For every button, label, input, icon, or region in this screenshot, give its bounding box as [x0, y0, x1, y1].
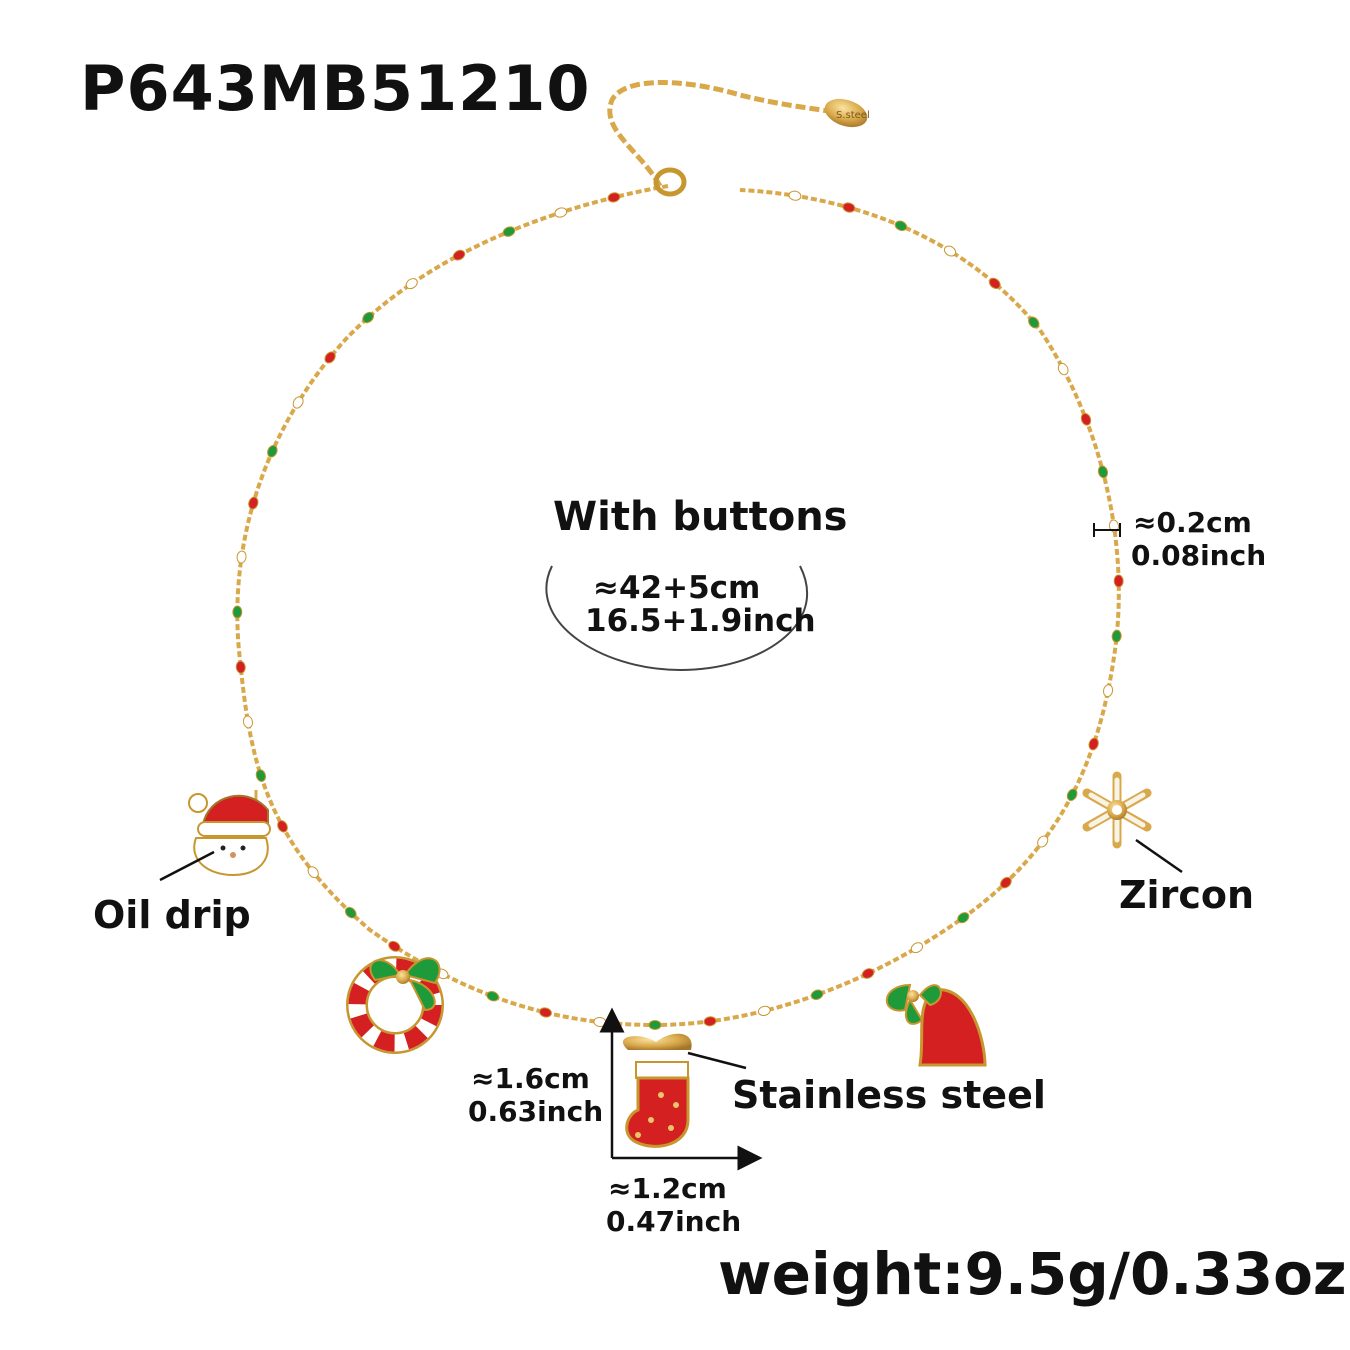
wreath-charm [346, 956, 444, 1054]
tag-text: S.steel [836, 110, 870, 121]
oil-drip-pointer [159, 850, 215, 882]
length-cm: ≈42+5cm [593, 570, 761, 606]
enamel-bead [842, 202, 856, 213]
enamel-bead [502, 226, 516, 237]
enamel-bead [267, 444, 278, 458]
bead-size-inch: 0.08inch [1131, 539, 1267, 572]
enamel-bead [344, 906, 357, 919]
zircon-label: Zircon [1119, 873, 1255, 917]
enamel-bead [1080, 412, 1092, 426]
enamel-bead [277, 820, 288, 833]
enamel-bead [1057, 362, 1069, 376]
santa-charm [188, 790, 271, 877]
enamel-beads [232, 190, 1124, 1031]
enamel-bead [757, 1005, 771, 1016]
charm-width-cm: ≈1.2cm [608, 1172, 727, 1205]
enamel-bead [255, 769, 267, 782]
bead-size-cm: ≈0.2cm [1133, 506, 1252, 539]
enamel-bead [486, 990, 500, 1002]
enamel-bead [1113, 574, 1124, 588]
enamel-bead [910, 942, 924, 954]
stocking-charm [622, 1033, 692, 1148]
enamel-bead [242, 715, 254, 729]
extender-chain: S.steel [607, 80, 870, 197]
enamel-bead [405, 278, 418, 290]
enamel-bead [292, 396, 304, 409]
enamel-bead [1108, 519, 1119, 533]
enamel-bead [703, 1016, 717, 1027]
clasp-type-label: With buttons [553, 494, 848, 540]
enamel-bead [307, 866, 319, 879]
enamel-bead [810, 989, 824, 1000]
enamel-bead [988, 277, 1001, 290]
enamel-bead [593, 1016, 607, 1028]
length-inch: 16.5+1.9inch [585, 603, 816, 639]
enamel-bead [1066, 788, 1078, 802]
charm-height-cm: ≈1.6cm [471, 1062, 590, 1095]
charm-height-inch: 0.63inch [468, 1095, 604, 1128]
enamel-bead [539, 1007, 552, 1018]
product-code: P643MB51210 [80, 52, 591, 125]
enamel-bead [1111, 629, 1122, 643]
enamel-bead [861, 968, 875, 979]
length-ellipse [545, 565, 808, 672]
enamel-bead [943, 245, 957, 257]
enamel-bead [324, 351, 336, 364]
enamel-bead [1000, 876, 1012, 889]
charm-width-inch: 0.47inch [606, 1205, 742, 1238]
enamel-bead [235, 660, 246, 674]
enamel-bead [648, 1019, 662, 1031]
enamel-bead [554, 207, 568, 218]
enamel-bead [1088, 737, 1099, 751]
enamel-bead [362, 311, 375, 324]
enamel-bead [788, 190, 802, 201]
enamel-bead [248, 496, 259, 510]
enamel-bead [1037, 835, 1049, 848]
steel-pointer [687, 1051, 747, 1070]
enamel-bead [894, 220, 908, 232]
bead-size-marker [1093, 523, 1121, 537]
stainless-steel-label: Stainless steel [732, 1073, 1046, 1117]
enamel-bead [1028, 316, 1040, 329]
zircon-pointer [1135, 838, 1183, 874]
enamel-bead [1102, 684, 1114, 698]
lobster-clasp [653, 167, 687, 197]
enamel-bead [388, 940, 401, 952]
enamel-bead [607, 192, 621, 203]
bell-charm [885, 983, 987, 1067]
snowflake-charm [1082, 771, 1152, 849]
enamel-bead [452, 249, 466, 261]
tag-charm: S.steel [824, 98, 870, 128]
enamel-bead [236, 550, 247, 564]
enamel-bead [1097, 465, 1109, 479]
weight-label: weight:9.5g/0.33oz [718, 1240, 1347, 1308]
enamel-bead [232, 605, 243, 619]
enamel-bead [957, 912, 970, 924]
oil-drip-label: Oil drip [93, 893, 251, 937]
